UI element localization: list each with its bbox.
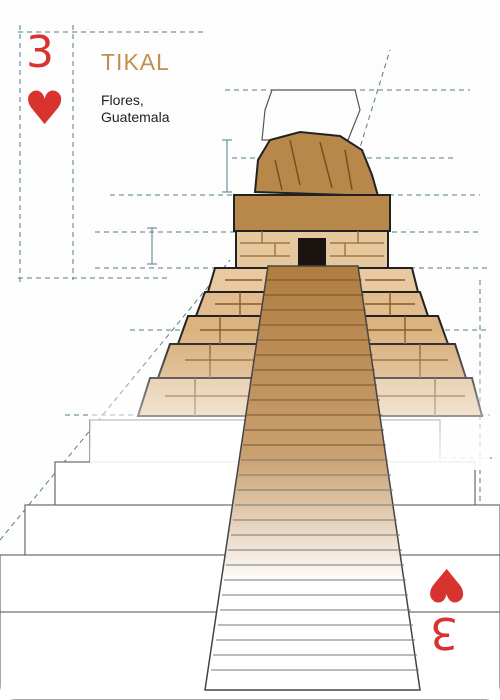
card-title: TIKAL xyxy=(101,49,170,75)
temple-shrine xyxy=(233,130,391,269)
heart-icon: ♥ xyxy=(24,81,66,135)
central-staircase xyxy=(204,265,421,691)
card-rank-top: 3 xyxy=(26,27,54,78)
location-line-2: Guatemala xyxy=(101,109,170,125)
card-rank-bottom: 3 xyxy=(430,607,458,658)
dimension-markers xyxy=(147,139,232,265)
card-location: Flores, Guatemala xyxy=(101,92,211,126)
temple-doorway xyxy=(298,238,326,266)
heart-icon: ♥ xyxy=(426,558,468,612)
location-line-1: Flores, xyxy=(101,92,144,108)
